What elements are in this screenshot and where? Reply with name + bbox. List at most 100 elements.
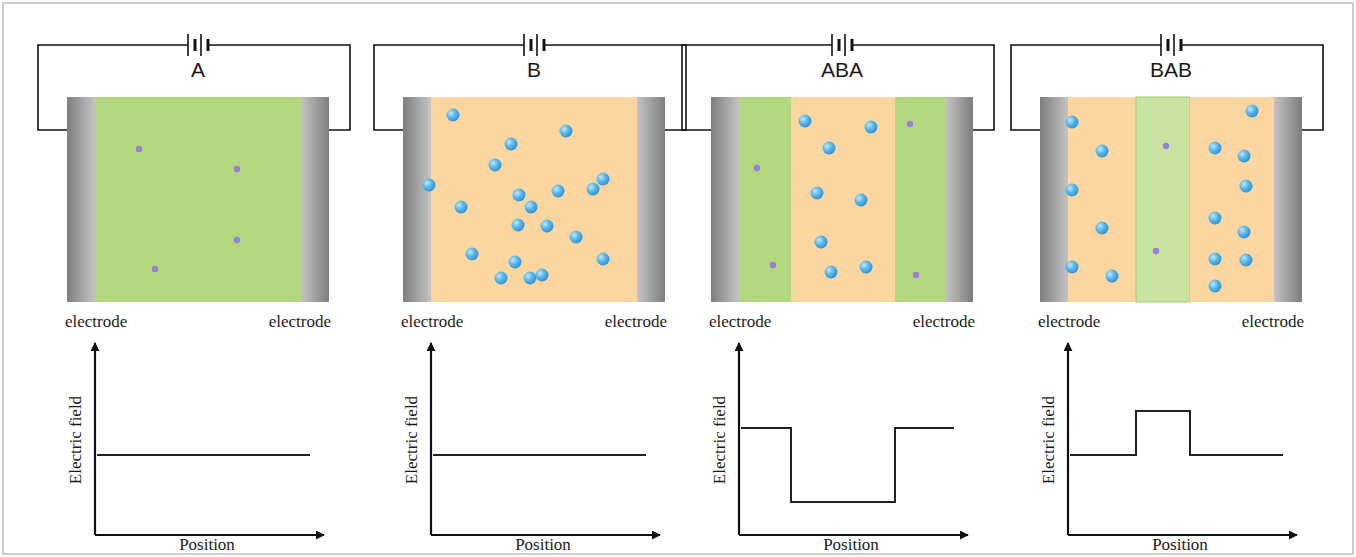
- large-ion: [512, 219, 525, 232]
- large-ion: [552, 185, 565, 198]
- large-ion: [513, 189, 526, 202]
- cell-panel: [682, 34, 994, 535]
- material-layer: [1068, 97, 1136, 302]
- large-ion: [423, 179, 436, 192]
- y-axis: [94, 343, 96, 535]
- axis-title: Position: [179, 536, 235, 555]
- material-layer: [431, 97, 637, 302]
- material-layer: [1136, 97, 1190, 302]
- cell-panel: [374, 34, 686, 535]
- electrode-label: electrode: [709, 313, 771, 332]
- large-ion: [466, 248, 479, 261]
- electrode-label: electrode: [605, 313, 667, 332]
- large-ion: [1209, 142, 1222, 155]
- panel-title: A: [191, 58, 205, 81]
- large-ion: [815, 236, 828, 249]
- large-ion: [505, 138, 518, 151]
- large-ion: [1238, 150, 1251, 163]
- small-ion: [754, 165, 760, 171]
- axis-title: Position: [515, 536, 571, 555]
- large-ion: [570, 231, 583, 244]
- large-ion: [865, 121, 878, 134]
- axis-title: Electric field: [67, 396, 86, 484]
- small-ion: [234, 166, 240, 172]
- small-ion: [1163, 143, 1169, 149]
- large-ion: [1066, 184, 1079, 197]
- axis-title: Electric field: [711, 396, 730, 484]
- small-ion: [913, 272, 919, 278]
- large-ion: [1066, 261, 1079, 274]
- large-ion: [495, 272, 508, 285]
- electrode-label: electrode: [1242, 313, 1304, 332]
- large-ion: [825, 266, 838, 279]
- material-layer: [791, 97, 895, 302]
- field-profile: [741, 428, 954, 502]
- y-axis: [1067, 343, 1069, 535]
- large-ion: [489, 159, 502, 172]
- electrode-label: electrode: [269, 313, 331, 332]
- electrode-label: electrode: [65, 313, 127, 332]
- electrode-plate: [637, 97, 665, 302]
- large-ion: [823, 142, 836, 155]
- axis-title: Position: [1152, 536, 1208, 555]
- large-ion: [541, 220, 554, 233]
- electrode-plate: [403, 97, 431, 302]
- small-ion: [136, 146, 142, 152]
- large-ion: [860, 261, 873, 274]
- electrode-plate: [711, 97, 739, 302]
- electrode-label: electrode: [913, 313, 975, 332]
- large-ion: [811, 187, 824, 200]
- material-layer: [739, 97, 791, 302]
- large-ion: [587, 183, 600, 196]
- battery-symbol: [524, 34, 544, 56]
- battery-symbol: [188, 34, 208, 56]
- large-ion: [524, 272, 537, 285]
- small-ion: [234, 237, 240, 243]
- electrode-plate: [1040, 97, 1068, 302]
- large-ion: [1209, 253, 1222, 266]
- large-ion: [597, 173, 610, 186]
- large-ion: [447, 109, 460, 122]
- large-ion: [1209, 212, 1222, 225]
- battery-symbol: [832, 34, 852, 56]
- cell-panel: [1011, 34, 1323, 535]
- panel-title: ABA: [821, 58, 863, 81]
- large-ion: [1066, 116, 1079, 129]
- small-ion: [907, 121, 913, 127]
- cell-panel: [38, 34, 350, 535]
- electrode-plate: [945, 97, 973, 302]
- large-ion: [509, 256, 522, 269]
- outer-frame: [3, 3, 1353, 554]
- field-profile: [433, 454, 646, 456]
- y-axis: [738, 343, 740, 535]
- field-profile: [97, 454, 310, 456]
- battery-symbol: [1161, 34, 1181, 56]
- material-layer: [95, 97, 301, 302]
- small-ion: [152, 266, 158, 272]
- electrode-plate: [301, 97, 329, 302]
- axis-title: Position: [823, 536, 879, 555]
- large-ion: [1238, 226, 1251, 239]
- large-ion: [536, 269, 549, 282]
- axis-title: Electric field: [403, 396, 422, 484]
- large-ion: [560, 125, 573, 138]
- large-ion: [525, 201, 538, 214]
- large-ion: [1246, 105, 1259, 118]
- large-ion: [597, 253, 610, 266]
- large-ion: [855, 194, 868, 207]
- axis-title: Electric field: [1040, 396, 1059, 484]
- electrode-label: electrode: [1038, 313, 1100, 332]
- material-layer: [1190, 97, 1274, 302]
- large-ion: [1209, 280, 1222, 293]
- large-ion: [1096, 222, 1109, 235]
- panel-title: B: [527, 58, 541, 81]
- large-ion: [1240, 254, 1253, 267]
- y-axis: [430, 343, 432, 535]
- electrode-label: electrode: [401, 313, 463, 332]
- field-profile: [1070, 411, 1283, 455]
- electrode-plate: [1274, 97, 1302, 302]
- large-ion: [799, 115, 812, 128]
- panel-title: BAB: [1150, 58, 1192, 81]
